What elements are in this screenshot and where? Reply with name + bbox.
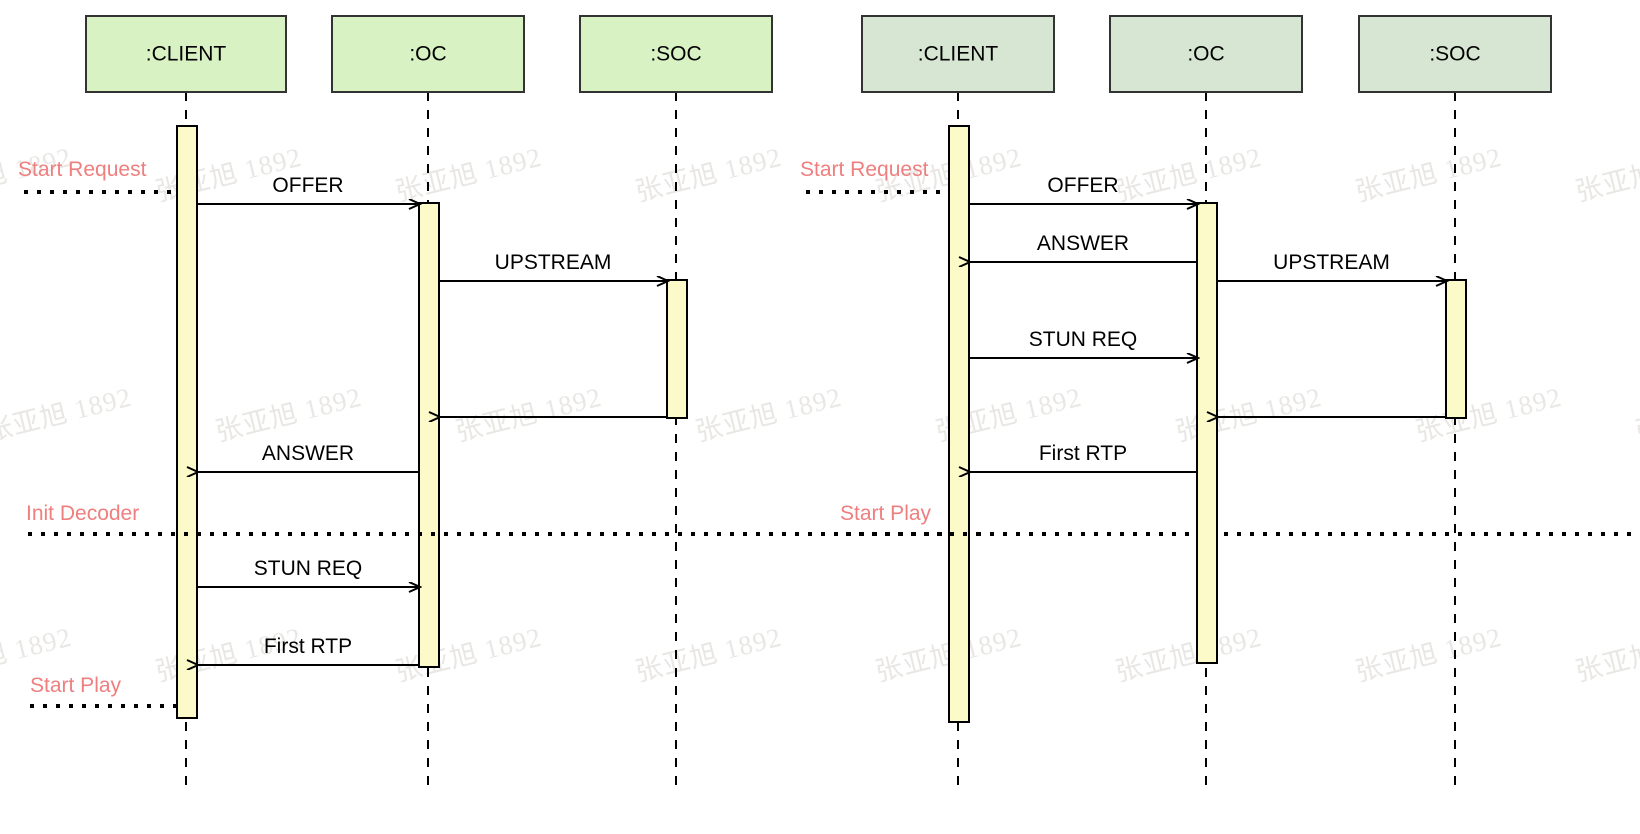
message-label-right-5: First RTP	[1039, 442, 1127, 465]
message-label-right-0: OFFER	[1047, 174, 1118, 197]
activation-bar-left-client	[176, 125, 198, 719]
message-label-left-5: First RTP	[264, 635, 352, 658]
message-label-right-1: ANSWER	[1037, 232, 1129, 255]
activation-bar-right-oc	[1196, 202, 1218, 664]
participant-label-right-client: :CLIENT	[918, 43, 999, 66]
note-label-right-0: Start Request	[800, 158, 929, 181]
message-label-left-3: ANSWER	[262, 442, 354, 465]
participant-box-right-client[interactable]	[861, 15, 1055, 93]
participant-label-right-soc: :SOC	[1429, 43, 1480, 66]
note-label-left-0: Start Request	[18, 158, 147, 181]
note-label-right-1: Start Play	[840, 502, 932, 525]
participant-label-right-oc: :OC	[1187, 43, 1224, 66]
right-sequence-panel: :CLIENT :OC :SOC OFFER ANSWER UPSTREAM STUN RE…	[800, 15, 1552, 790]
message-label-left-0: OFFER	[272, 174, 343, 197]
activation-bar-left-oc	[418, 202, 440, 668]
message-label-left-4: STUN REQ	[254, 557, 363, 580]
participant-box-left-soc[interactable]	[579, 15, 773, 93]
left-sequence-panel: :CLIENT :OC :SOC OFFER UPSTREAM ANSWER STUN RE…	[18, 15, 1640, 790]
participant-box-left-client[interactable]	[85, 15, 287, 93]
activation-bar-right-soc	[1445, 279, 1467, 419]
message-label-left-1: UPSTREAM	[495, 251, 612, 274]
message-label-right-2: UPSTREAM	[1273, 251, 1390, 274]
activation-bar-left-soc	[666, 279, 688, 419]
participant-label-left-oc: :OC	[409, 43, 446, 66]
activation-bar-right-client	[948, 125, 970, 723]
participant-box-right-soc[interactable]	[1358, 15, 1552, 93]
participant-box-left-oc[interactable]	[331, 15, 525, 93]
participant-label-left-soc: :SOC	[650, 43, 701, 66]
participant-box-right-oc[interactable]	[1109, 15, 1303, 93]
participant-label-left-client: :CLIENT	[146, 43, 227, 66]
message-label-right-3: STUN REQ	[1029, 328, 1138, 351]
note-label-left-1: Init Decoder	[26, 502, 139, 525]
note-label-left-2: Start Play	[30, 674, 122, 697]
